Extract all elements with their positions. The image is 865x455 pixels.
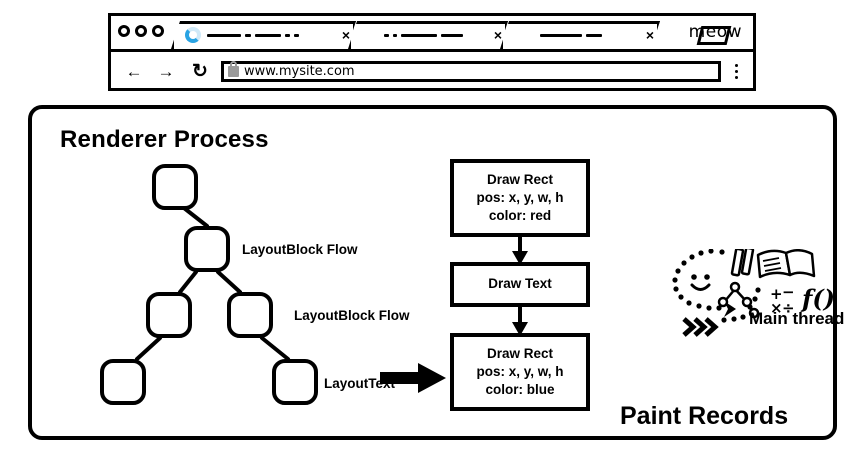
browser-toolbar: ← → ↻ www.mysite.com xyxy=(111,52,753,91)
tree-label-layoutblock-flow-2: LayoutBlock Flow xyxy=(294,308,410,323)
tree-node-block-c[interactable] xyxy=(227,292,273,338)
minimize-dot-icon[interactable] xyxy=(135,25,147,37)
browser-tab-3[interactable]: × xyxy=(500,21,660,49)
flow-arrow-right-icon xyxy=(380,363,446,393)
paint-record-draw-rect-blue[interactable]: Draw Rect pos: x, y, w, h color: blue xyxy=(450,333,590,411)
renderer-process-panel: Renderer Process LayoutBlock Flow Layout… xyxy=(28,105,844,440)
svg-text:÷: ÷ xyxy=(782,299,795,317)
tab-strip: × × × xyxy=(111,16,753,52)
renderer-process-title: Renderer Process xyxy=(60,126,269,153)
paint-records-title: Paint Records xyxy=(620,402,789,430)
paint-record-line: pos: x, y, w, h xyxy=(476,363,564,379)
paint-flow-arrow-2-icon xyxy=(512,304,528,336)
tab-title-placeholder xyxy=(207,33,338,37)
lock-icon xyxy=(228,61,239,77)
paint-record-line: Draw Rect xyxy=(486,345,554,361)
forward-arrow-icon[interactable]: → xyxy=(157,61,175,81)
smiley-face-icon xyxy=(690,274,711,291)
reload-icon[interactable]: ↻ xyxy=(192,61,208,82)
browser-tab-1[interactable]: × xyxy=(171,21,356,49)
function-icon: f() xyxy=(800,284,835,313)
tab-close-icon[interactable]: × xyxy=(645,27,654,43)
tree-node-root[interactable] xyxy=(152,164,198,210)
dotted-trail-icon xyxy=(672,249,761,323)
kebab-menu-icon[interactable] xyxy=(729,64,743,79)
paint-record-line: pos: x, y, w, h xyxy=(476,189,564,205)
tab-close-icon[interactable]: × xyxy=(493,27,502,43)
tree-edges xyxy=(135,206,290,361)
tab-content: × xyxy=(348,21,508,49)
svg-text:−: − xyxy=(782,283,795,301)
tab-content: × xyxy=(171,21,356,49)
url-text: www.mysite.com xyxy=(244,64,355,79)
browser-window: × × × xyxy=(108,13,756,91)
book-lines xyxy=(762,257,782,272)
window-controls xyxy=(118,25,164,37)
svg-text:f(): f() xyxy=(800,284,835,313)
paint-records-list: Draw Rect pos: x, y, w, h color: red Dra… xyxy=(450,159,600,427)
paint-record-line: Draw Text xyxy=(488,276,552,292)
pencil-icon xyxy=(730,249,755,277)
paint-record-line: color: blue xyxy=(485,382,555,398)
paint-record-line: color: red xyxy=(488,208,552,224)
tree-node-block-a[interactable] xyxy=(184,226,230,272)
close-dot-icon[interactable] xyxy=(118,25,130,37)
math-symbols-icon: + − × ÷ xyxy=(770,283,795,317)
loading-spinner-icon xyxy=(185,27,201,43)
address-bar[interactable]: www.mysite.com xyxy=(221,61,721,82)
layout-tree-diagram: LayoutBlock Flow LayoutBlock Flow Layout… xyxy=(72,164,410,424)
motion-chevrons-icon xyxy=(682,317,719,337)
back-arrow-icon[interactable]: ← xyxy=(125,61,143,81)
svg-text:+: + xyxy=(770,285,783,303)
paint-record-draw-text[interactable]: Draw Text xyxy=(450,262,590,307)
main-thread-label: Main thread xyxy=(749,309,845,328)
browser-brand-label: meow xyxy=(688,22,742,42)
tree-node-text-right[interactable] xyxy=(272,359,318,405)
maximize-dot-icon[interactable] xyxy=(152,25,164,37)
tab-close-icon[interactable]: × xyxy=(341,27,350,43)
browser-tab-2[interactable]: × xyxy=(348,21,508,49)
svg-text:×: × xyxy=(770,299,783,317)
tree-label-layoutblock-flow-1: LayoutBlock Flow xyxy=(242,242,358,257)
book-icon xyxy=(756,249,816,279)
paint-record-line: Draw Rect xyxy=(486,171,554,187)
paint-record-draw-rect-red[interactable]: Draw Rect pos: x, y, w, h color: red xyxy=(450,159,590,237)
tree-node-text-left[interactable] xyxy=(100,359,146,405)
tab-title-placeholder xyxy=(384,33,490,37)
paint-flow-arrow-1-icon xyxy=(512,233,528,265)
main-thread-illustration: + − × ÷ f() xyxy=(672,249,835,337)
tree-label-layouttext: LayoutText xyxy=(324,376,396,391)
tab-title-placeholder xyxy=(540,33,642,37)
node-graph-icon xyxy=(717,281,760,319)
tab-content: × xyxy=(500,21,660,49)
tree-node-block-b[interactable] xyxy=(146,292,192,338)
